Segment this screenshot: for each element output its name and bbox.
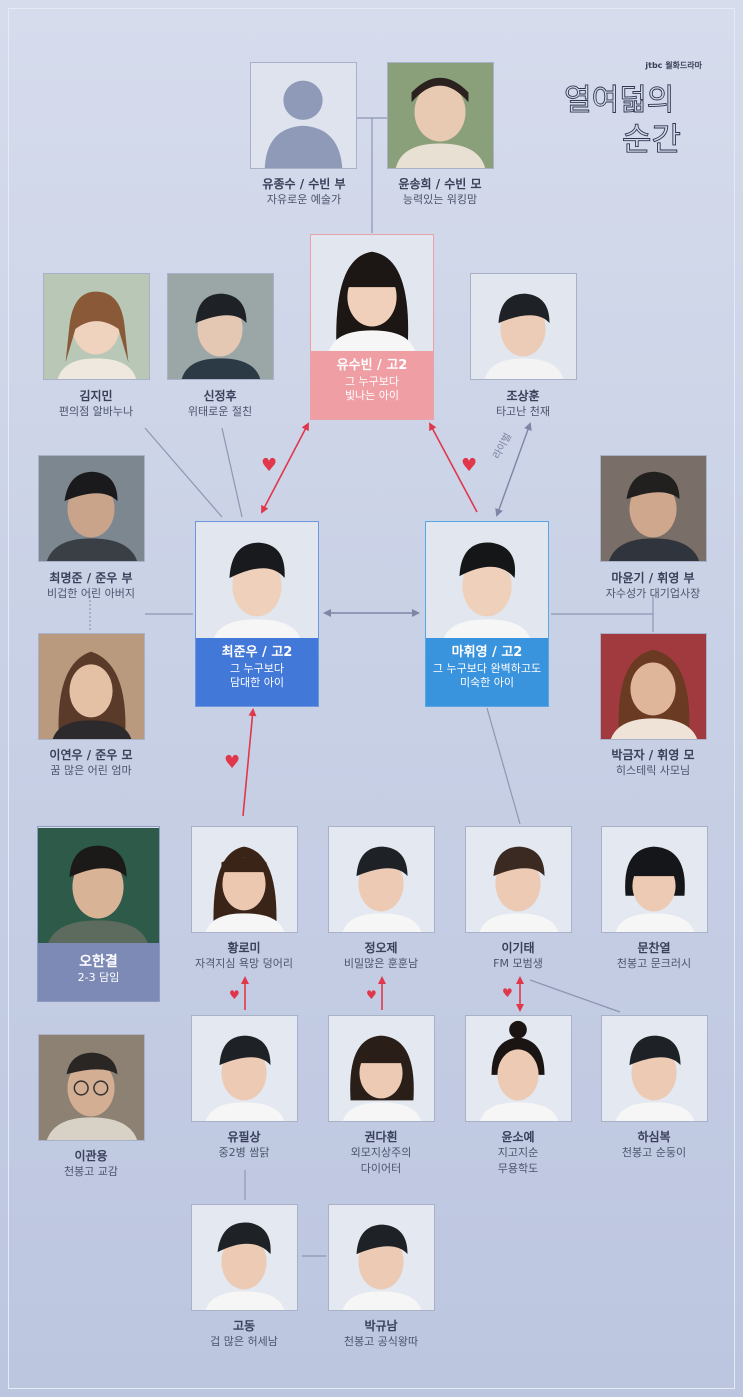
- portrait-choimyeongjun: [38, 455, 145, 562]
- logo-title-line2: 순간: [622, 120, 681, 158]
- portrait-hasimbok: [601, 1015, 708, 1122]
- lead-desc2-yusubin: 빛나는 아이: [344, 389, 400, 402]
- name-iyeonu: 이연우 / 준우 모: [49, 748, 133, 762]
- portrait-gwondahwin: [328, 1015, 435, 1122]
- portrait-sinjeonghu: [167, 273, 274, 380]
- lead-name-yusubin: 유수빈 / 고2: [336, 358, 408, 373]
- desc-yunsonghui: 능력있는 워킹맘: [402, 193, 478, 206]
- lead-name-choijunwoo: 최준우 / 고2: [221, 645, 293, 660]
- name-yujongsu: 유종수 / 수빈 부: [262, 177, 346, 191]
- lead-card-choijunwoo: 최준우 / 고2 그 누구보다 담대한 아이: [195, 521, 319, 707]
- network-label: jtbc 월화드라마: [645, 61, 702, 70]
- name-gwondahwin: 권다흰: [364, 1130, 398, 1144]
- portrait-kimjimin: [43, 273, 150, 380]
- desc-igitae: FM 모범생: [493, 957, 543, 970]
- heart-icon: ♥: [261, 455, 278, 476]
- desc-yujongsu: 자유로운 예술가: [266, 193, 342, 206]
- lead-desc1-ohangyeol: 2-3 담임: [77, 971, 120, 984]
- portrait-godong: [191, 1204, 298, 1311]
- name-bakgeumja: 박금자 / 휘영 모: [611, 748, 695, 762]
- desc-kimjimin: 편의점 알바누나: [58, 405, 134, 418]
- name-igwanyong: 이관용: [74, 1149, 108, 1163]
- portrait-hwangromi: [191, 826, 298, 933]
- desc2-gwondahwin: 다이어터: [360, 1162, 402, 1175]
- heart-icon: ♥: [502, 986, 513, 1000]
- name-choimyeongjun: 최명준 / 준우 부: [49, 571, 133, 585]
- heart-icon: ♥: [461, 455, 478, 476]
- portrait-yujongsu: [250, 62, 357, 169]
- person-silhouette-icon: [264, 80, 343, 168]
- portrait-igwanyong: [38, 1034, 145, 1141]
- desc-hwangromi: 자격지심 욕망 덩어리: [194, 957, 294, 970]
- portrait-bakgyunam: [328, 1204, 435, 1311]
- desc-hasimbok: 천봉고 순둥이: [621, 1146, 687, 1159]
- portrait-bakgeumja: [600, 633, 707, 740]
- portrait-yupilsang: [191, 1015, 298, 1122]
- lead-desc2-choijunwoo: 담대한 아이: [229, 676, 285, 689]
- heart-icon: ♥: [366, 988, 377, 1002]
- heart-icon: ♥: [229, 988, 240, 1002]
- desc-igwanyong: 천봉고 교감: [63, 1165, 119, 1178]
- name-yunsoye: 윤소예: [501, 1130, 535, 1144]
- portrait-josanghun: [470, 273, 577, 380]
- desc-godong: 겁 많은 허세남: [210, 1335, 278, 1348]
- desc-jeongoje: 비밀많은 훈훈남: [343, 957, 419, 970]
- name-bakgyunam: 박규남: [364, 1319, 398, 1333]
- desc-iyeonu: 꿈 많은 어린 엄마: [50, 764, 132, 777]
- desc-bakgeumja: 히스테릭 사모님: [615, 764, 691, 777]
- lead-desc1-yusubin: 그 누구보다: [344, 375, 400, 388]
- desc-mayungi: 자수성가 대기업사장: [605, 587, 701, 600]
- lead-desc1-choijunwoo: 그 누구보다: [229, 662, 285, 675]
- desc-sinjeonghu: 위태로운 절친: [187, 405, 253, 418]
- lead-name-mahwiyoung: 마휘영 / 고2: [451, 645, 523, 660]
- desc-munchanyeol: 천봉고 문크러시: [616, 957, 692, 970]
- lead-card-ohangyeol: 오한결 2-3 담임: [37, 826, 160, 1002]
- portrait-munchanyeol: [601, 826, 708, 933]
- drama-logo: jtbc 월화드라마 열여덟의 순간: [560, 56, 710, 166]
- lead-card-mahwiyoung: 마휘영 / 고2 그 누구보다 완벽하고도 미숙한 아이: [425, 521, 549, 707]
- desc-yunsoye: 지고지순: [497, 1146, 539, 1159]
- lead-desc2-mahwiyoung: 미숙한 아이: [459, 676, 515, 689]
- name-hwangromi: 황로미: [227, 941, 261, 955]
- desc-bakgyunam: 천봉고 공식왕따: [343, 1335, 419, 1348]
- portrait-yunsoye: [465, 1015, 572, 1122]
- desc-josanghun: 타고난 천재: [495, 405, 551, 418]
- heart-icon: ♥: [224, 752, 241, 773]
- desc-yupilsang: 중2병 쌈닭: [218, 1146, 270, 1159]
- name-yunsonghui: 윤송희 / 수빈 모: [398, 177, 482, 191]
- desc-choimyeongjun: 비겁한 어린 아버지: [47, 587, 135, 600]
- name-josanghun: 조상훈: [506, 389, 540, 403]
- desc-gwondahwin: 외모지상주의: [350, 1146, 412, 1159]
- portrait-mayungi: [600, 455, 707, 562]
- portrait-igitae: [465, 826, 572, 933]
- portrait-jeongoje: [328, 826, 435, 933]
- lead-desc1-mahwiyoung: 그 누구보다 완벽하고도: [432, 662, 542, 675]
- lead-card-yusubin: 유수빈 / 고2 그 누구보다 빛나는 아이: [310, 234, 434, 420]
- name-mayungi: 마윤기 / 휘영 부: [611, 571, 695, 585]
- name-hasimbok: 하심복: [637, 1130, 671, 1144]
- desc2-yunsoye: 무용학도: [497, 1162, 539, 1175]
- name-jeongoje: 정오제: [364, 941, 398, 955]
- portrait-yunsonghui: [387, 62, 494, 169]
- logo-title-line1: 열여덟의: [564, 83, 674, 118]
- name-kimjimin: 김지민: [79, 389, 113, 403]
- portrait-iyeonu: [38, 633, 145, 740]
- lead-name-ohangyeol: 오한결: [79, 954, 118, 970]
- name-igitae: 이기태: [501, 941, 535, 955]
- name-yupilsang: 유필상: [227, 1130, 261, 1144]
- name-munchanyeol: 문찬열: [637, 941, 671, 955]
- name-godong: 고동: [232, 1319, 256, 1333]
- name-sinjeonghu: 신정후: [203, 389, 237, 403]
